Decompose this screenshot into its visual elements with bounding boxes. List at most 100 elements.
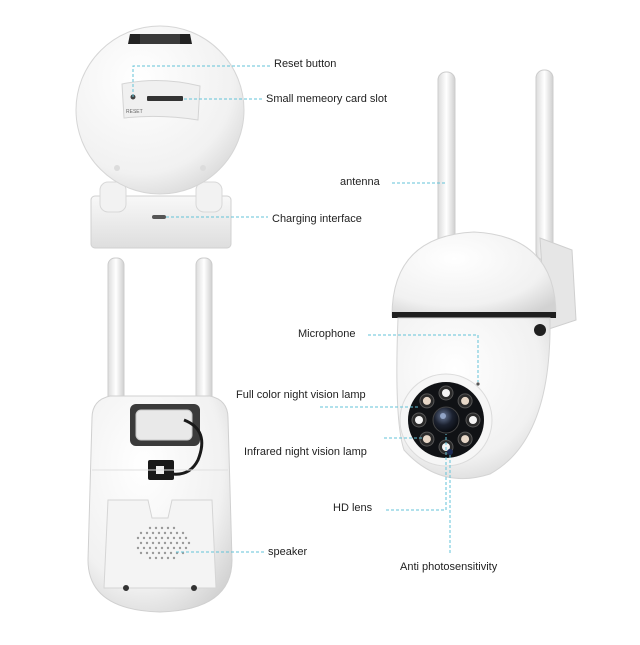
mount-arm-right (195, 181, 223, 213)
label-antenna: antenna (340, 176, 380, 188)
speaker-hole (136, 546, 140, 550)
speaker-hole (151, 541, 155, 545)
speaker-hole (160, 546, 164, 550)
speaker-hole (160, 556, 164, 560)
antenna-left (107, 257, 125, 415)
label-charging-interface: Charging interface (272, 213, 362, 225)
speaker-hole (160, 526, 164, 530)
screw-left (114, 165, 120, 171)
speaker-hole (157, 531, 161, 535)
full-color-lamp-led (469, 416, 477, 424)
camera-front-view (391, 69, 577, 480)
mount-base (90, 195, 232, 249)
camera-back-view (87, 257, 233, 613)
speaker-hole (148, 536, 152, 540)
speaker-hole (169, 541, 173, 545)
label-microphone: Microphone (298, 328, 356, 340)
speaker-hole (169, 531, 173, 535)
antenna-front-left (437, 71, 456, 253)
antenna-front-right (535, 69, 554, 261)
side-knob (534, 324, 546, 336)
speaker-hole (142, 546, 146, 550)
speaker-hole (139, 541, 143, 545)
speaker-hole (160, 536, 164, 540)
speaker-hole (175, 541, 179, 545)
label-full-color-lamp: Full color night vision lamp (236, 389, 366, 401)
bracket-joint (135, 409, 193, 441)
speaker-hole (172, 536, 176, 540)
back-panel (103, 499, 217, 589)
leader-microphone (368, 334, 479, 382)
speaker-hole (145, 541, 149, 545)
mount-arm-left (99, 181, 127, 213)
speaker-hole (154, 546, 158, 550)
microphone-hole (476, 382, 480, 386)
speaker-hole (148, 526, 152, 530)
speaker-hole (139, 551, 143, 555)
speaker-hole (166, 536, 170, 540)
speaker-hole (166, 546, 170, 550)
speaker-hole (154, 526, 158, 530)
infrared-lamp-led (422, 396, 431, 405)
speaker-hole (184, 536, 188, 540)
leader-lines (132, 65, 479, 554)
screw-hole-left (123, 585, 129, 591)
full-color-lamp-led (415, 416, 423, 424)
label-speaker: speaker (268, 546, 308, 558)
full-color-lamp-led (442, 389, 450, 397)
speaker-hole (172, 526, 176, 530)
front-dome (391, 231, 557, 317)
speaker-hole (154, 536, 158, 540)
speaker-hole (178, 536, 182, 540)
hd-lens (432, 406, 460, 434)
speaker-hole (175, 531, 179, 535)
dome-band (392, 312, 556, 318)
label-anti-photosensitivity: Anti photosensitivity (400, 561, 498, 573)
speaker-hole (154, 556, 158, 560)
memory-card-slot (147, 96, 183, 101)
speaker-hole (166, 526, 170, 530)
camera-top-view: RESET (75, 25, 245, 249)
speaker-hole (172, 556, 176, 560)
speaker-hole (139, 531, 143, 535)
speaker-hole (148, 556, 152, 560)
speaker-hole (166, 556, 170, 560)
speaker-hole (145, 531, 149, 535)
label-infrared-lamp: Infrared night vision lamp (244, 446, 367, 458)
lens-highlight (440, 413, 446, 419)
screw-hole-right (191, 585, 197, 591)
infrared-lamp-led (422, 435, 431, 444)
speaker-hole (151, 551, 155, 555)
speaker-hole (163, 541, 167, 545)
antenna-right (195, 257, 213, 415)
label-memory-card-slot: Small memeory card slot (266, 93, 388, 105)
speaker-hole (157, 541, 161, 545)
top-cap-ring (140, 34, 180, 44)
reset-marking: RESET (126, 109, 143, 115)
leader-hd-lens (386, 434, 447, 511)
charging-port (152, 215, 166, 219)
screw-right (200, 165, 206, 171)
speaker-hole (181, 531, 185, 535)
speaker-hole (157, 551, 161, 555)
label-hd-lens: HD lens (333, 502, 373, 514)
infrared-lamp-led (461, 435, 470, 444)
speaker-hole (148, 546, 152, 550)
photosensitive-sensor (447, 449, 453, 455)
speaker-hole (142, 536, 146, 540)
speaker-hole (181, 541, 185, 545)
speaker-hole (169, 551, 173, 555)
speaker-hole (163, 551, 167, 555)
speaker-hole (178, 546, 182, 550)
speaker-hole (184, 546, 188, 550)
speaker-hole (172, 546, 176, 550)
speaker-hole (136, 536, 140, 540)
speaker-hole (187, 541, 191, 545)
speaker-hole (151, 531, 155, 535)
speaker-hole (145, 551, 149, 555)
power-cable (171, 418, 204, 476)
speaker-hole (163, 531, 167, 535)
infrared-lamp-led (461, 396, 470, 405)
